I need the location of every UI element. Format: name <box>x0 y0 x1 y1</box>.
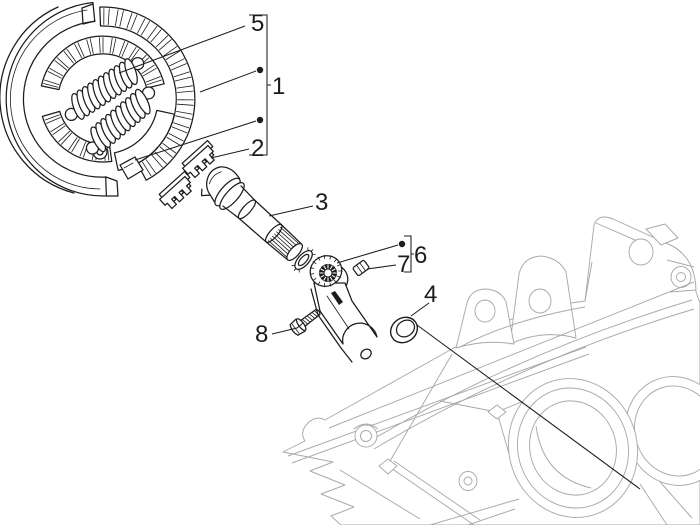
cam-head-notch <box>200 188 211 197</box>
callout-6-label: 6 <box>414 242 427 269</box>
bearing-shade-arc <box>535 425 592 489</box>
callout-4-leader <box>410 302 430 317</box>
callout-dot2-leader <box>134 120 257 161</box>
small-boss-hole <box>463 476 473 486</box>
callout-2-label: 2 <box>251 135 264 162</box>
spline-zone-edge <box>265 224 303 261</box>
washer-teeth <box>291 247 316 273</box>
clip-nut-slots <box>356 262 366 274</box>
lug-c-flap <box>645 223 679 246</box>
cam-head <box>206 166 241 206</box>
retainer-clip-1 <box>181 139 215 179</box>
lever-arm <box>313 282 378 345</box>
side-boss-hole <box>676 272 686 282</box>
retainer-clip-2 <box>158 170 192 210</box>
lug-c-hole <box>628 238 654 266</box>
spline-hole-center <box>324 269 332 277</box>
hub-teeth <box>309 254 343 288</box>
brake-camshaft <box>200 166 316 273</box>
callout-1-bracket <box>249 14 271 156</box>
shaft-neck <box>222 185 256 219</box>
shoe-end-tab-bottom <box>105 176 119 197</box>
shaft-flange <box>219 182 245 210</box>
cam-block-line <box>123 162 134 169</box>
strut-2 <box>287 346 590 464</box>
o-ring <box>389 316 419 344</box>
backplate-arc <box>0 6 75 194</box>
callout-3-leader <box>268 205 314 217</box>
callout-dot-1 <box>256 66 264 74</box>
neck-ring <box>237 199 257 220</box>
shaft-body <box>238 199 283 243</box>
callout-7-label: 7 <box>397 251 410 278</box>
strut-boss-hole <box>360 430 372 442</box>
lever-tip-hole <box>360 348 372 360</box>
rib-node-1 <box>378 458 398 475</box>
callout-5-leader <box>118 25 246 74</box>
cam-head-arc <box>208 171 222 185</box>
callout-3-label: 3 <box>315 189 328 216</box>
arch-rib <box>369 299 695 450</box>
callout-dot-2 <box>256 116 264 124</box>
brake-shoe-assembly <box>0 1 196 197</box>
callout-7-leader <box>366 264 397 270</box>
callout-4-label: 4 <box>424 281 437 308</box>
screw-threads <box>301 310 320 325</box>
callout-4-leader-long <box>416 324 641 490</box>
hex-screw <box>289 308 321 336</box>
side-boss-tab <box>666 259 697 293</box>
clip-nut <box>352 260 370 276</box>
return-spring-lower <box>85 86 156 155</box>
lever-ridge <box>326 295 350 330</box>
crankcase-reference <box>282 216 700 525</box>
o-ring-inner <box>395 319 416 338</box>
callout-8-label: 8 <box>255 321 268 348</box>
serrated-washer-hub <box>297 253 310 267</box>
spline-end-ring <box>286 242 304 261</box>
lining-seam-arc <box>10 9 101 190</box>
small-boss <box>458 471 478 491</box>
return-spring-upper <box>64 56 145 122</box>
brake-lever-assembly <box>309 254 378 363</box>
callout-6-bracket <box>404 235 414 273</box>
clip-front <box>159 175 192 210</box>
bearing-ring-main-lip <box>529 400 617 496</box>
top-step-line <box>457 306 586 349</box>
shoe-band-smooth-inner <box>113 109 176 172</box>
spline-hole-teeth <box>319 264 337 282</box>
cable-slot <box>331 291 343 305</box>
shoe-end-tab-top <box>81 3 96 25</box>
lug-b-hole <box>528 288 552 314</box>
callouts: 5 1 2 3 6 7 4 8 <box>118 10 437 348</box>
callout-6-dot-leader <box>336 244 399 264</box>
strut-1 <box>328 281 695 429</box>
strut-boss-cap <box>353 423 379 430</box>
clip-front <box>182 144 215 179</box>
lug-a-hole <box>474 299 496 323</box>
callout-8-leader <box>271 322 304 335</box>
rib-node-2 <box>487 404 507 420</box>
lever-underlay-edge <box>310 288 353 363</box>
callout-1-label: 1 <box>272 73 285 100</box>
clip-nut-body <box>352 260 370 276</box>
strut-boss <box>354 424 378 448</box>
callout-dot-6 <box>398 240 406 248</box>
cam-block <box>119 156 144 180</box>
callout-5-label: 5 <box>251 10 264 37</box>
spline-lines <box>268 226 301 259</box>
callout-dot1-leader <box>199 70 257 93</box>
shoe-band-ribbed-inner-top <box>40 35 165 91</box>
callout-2-leader <box>210 148 250 159</box>
